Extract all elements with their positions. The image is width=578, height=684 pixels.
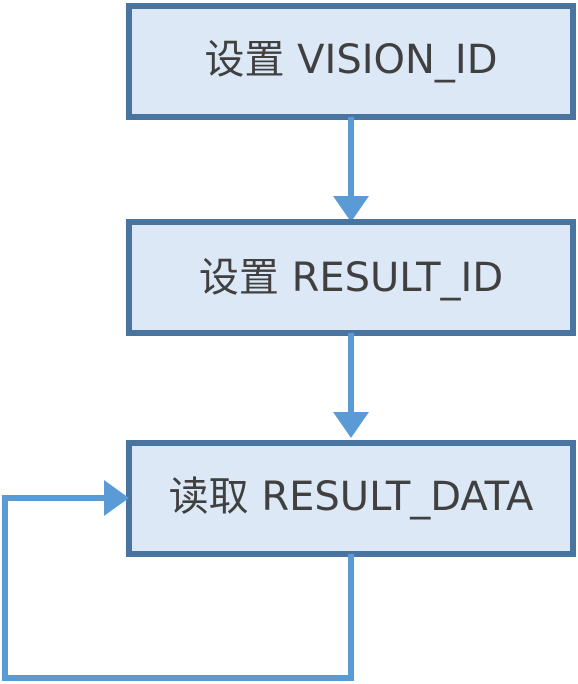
step-set-result-id: 设置 RESULT_ID bbox=[126, 219, 576, 336]
arrow-result-id-to-read-data-head bbox=[333, 412, 369, 438]
arrow-vision-to-result-id-head bbox=[333, 196, 369, 222]
step-set-vision-id-box bbox=[126, 3, 576, 120]
arrow-result-id-to-read-data bbox=[333, 333, 369, 438]
step-set-result-id-label: 设置 RESULT_ID bbox=[199, 255, 503, 301]
step-set-vision-id: 设置 VISION_ID bbox=[126, 3, 576, 120]
step-set-result-id-box bbox=[126, 219, 576, 336]
step-read-result-data: 读取 RESULT_DATA bbox=[126, 440, 576, 557]
loop-arrow-read-data bbox=[2, 480, 354, 681]
step-read-result-data-label: 读取 RESULT_DATA bbox=[169, 474, 534, 520]
loop-arrow-read-data-head bbox=[104, 480, 129, 516]
loop-arrow-read-data-line bbox=[2, 495, 354, 681]
step-read-result-data-box bbox=[126, 440, 576, 557]
arrow-vision-to-result-id bbox=[333, 117, 369, 222]
step-set-vision-id-label: 设置 VISION_ID bbox=[204, 37, 497, 83]
